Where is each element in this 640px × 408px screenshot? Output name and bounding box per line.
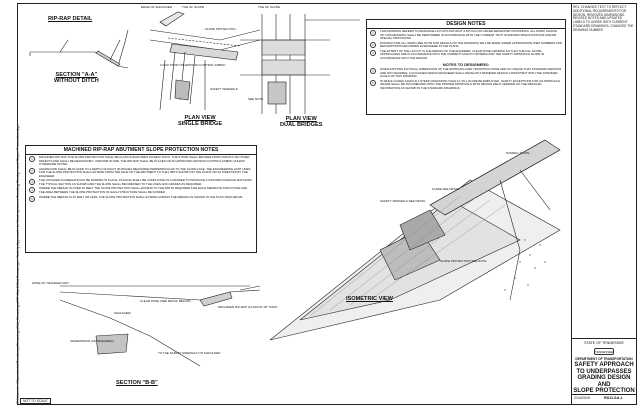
riprap-note: 2 AGGREGATE SHALL BE PLACED TO A DEPTH O… (26, 167, 256, 178)
riprap-detail-title: RIP-RAP DETAIL (48, 16, 93, 22)
note-number: 1 (29, 156, 35, 163)
design-notes-box: DESIGN NOTES 1 THIS DRAWING REFERS TO DR… (366, 19, 566, 115)
tdot-logo: TENNESSEE (594, 348, 614, 355)
section-aa-title: SECTION "A-A"WITHOUT DITCH (54, 72, 99, 85)
not-to-scale-label: NOT TO SCALE (20, 398, 51, 404)
note-number: 1 (370, 30, 376, 37)
title-block-divider (571, 338, 637, 339)
note-number: 5 (29, 195, 35, 202)
design-note: 3 THE EXTENT OF THE LAYOUT IS THE DESIGN… (367, 49, 565, 60)
label-normal-slope: NORMAL SLOPE (506, 151, 530, 155)
plan-dual-drawing (240, 14, 360, 114)
label-clear-zone: CLEAR ZONE (SEE DETAIL BELOW) (140, 299, 191, 303)
label-toe-of-slope: TOE OF SLOPE (182, 5, 204, 9)
label-shoulder: SHOULDER (114, 311, 131, 315)
design-notes-title: DESIGN NOTES (367, 20, 565, 29)
note-number: 5 (370, 79, 376, 86)
label-to-safety-sidewalk: TO THE SAFETY SIDEWALK ON SHOULDER (158, 351, 221, 355)
section-bb-drawing (59, 285, 261, 367)
design-note: 5 IN WHICH CASES SHOULD A STEEP GRADATIO… (367, 79, 565, 90)
department-name: DEPARTMENT OF TRANSPORTATION (575, 357, 633, 361)
riprap-note: 4 WHERE THE MEDIAN IS OVER 40 FEET, THE … (26, 187, 256, 194)
plan-single-drawing (149, 11, 261, 111)
label-zone-of-traveled-way: ZONE OF TRAVELED WAY (32, 281, 70, 285)
note-number: 4 (29, 187, 35, 194)
label-slope-protection-2: SLOPE PROTECTION SEE NOTE (440, 259, 487, 263)
label-erosion-control: 2 DOZ STRIP OR EROSION CONTROL FABRIC (160, 63, 226, 67)
isometric-title: ISOMETRIC VIEW (346, 296, 393, 302)
riprap-note: 3 THE CRUSHED AGGREGATE MAY BE DUMPED IN… (26, 179, 256, 186)
riprap-note: 5 WHERE THE MEDIAN IS 40 FEET OR LESS, T… (26, 195, 256, 202)
sheet-border (17, 3, 637, 405)
label-see-note: SEE NOTE (248, 97, 264, 101)
label-underdrain: UNDERDRAIN (AS REQUIRED) (70, 339, 114, 343)
label-machined-riprap: MACHINED RIP-RAP (CLASS B) 18" THICK (218, 305, 278, 309)
note-number: 3 (29, 179, 35, 186)
riprap-notes-box: MACHINED RIP-RAP ABUTMENT SLOPE PROTECTI… (25, 145, 257, 253)
note-number: 2 (29, 167, 35, 174)
section-bb-title: SECTION "B-B" (116, 380, 158, 386)
design-note: 2 PATHWAY FOR ALL ITEMS (SEE NOTE FOR DE… (367, 41, 565, 49)
design-note: 4 WHEN EXISTING PHYSICAL DIMENSIONS OF T… (367, 68, 565, 78)
note-number: 2 (370, 41, 376, 48)
drawing-date: 2/14/2019 (574, 396, 590, 400)
note-number: 4 (370, 68, 376, 75)
isometric-drawing (269, 139, 561, 341)
title-block-divider (571, 394, 637, 395)
label-flare-see-detail: FLARE SEE DETAIL (432, 187, 460, 191)
label-safety-sidewalk-2: SAFETY SIDEWALK SEE DETAIL (380, 199, 426, 203)
label-toe-of-slope-2: TOE OF SLOPE (258, 5, 280, 9)
drawing-title: SAFETY APPROACH TO UNDERPASSES GRADING D… (573, 362, 635, 395)
title-block (571, 3, 637, 405)
riprap-notes-title: MACHINED RIP-RAP ABUTMENT SLOPE PROTECTI… (26, 146, 256, 155)
label-edge-of-shoulder: EDGE OF SHOULDER (141, 5, 173, 9)
label-slope-protection: SLOPE PROTECTION (205, 27, 236, 31)
notes-to-designers-heading: NOTES TO DESIGNERS: (442, 62, 490, 68)
section-aa-drawing (29, 29, 129, 69)
drawing-number: RD11-SA-1 (604, 396, 623, 400)
riprap-note: 1 MACHINED RIP-RAP FOR SLOPE PROTECTION … (26, 156, 256, 166)
revision-note: REV. CHANGED TEXT TO REFLECT ADDITIONAL … (573, 5, 634, 32)
note-number: 3 (370, 49, 376, 56)
state-name: STATE OF TENNESSEE (584, 341, 624, 345)
label-safety-sidewalk: SAFETY SIDEWALK (210, 87, 238, 91)
design-note: 1 THIS DRAWING REFERS TO DRAINAGE LAYOUT… (367, 30, 565, 40)
